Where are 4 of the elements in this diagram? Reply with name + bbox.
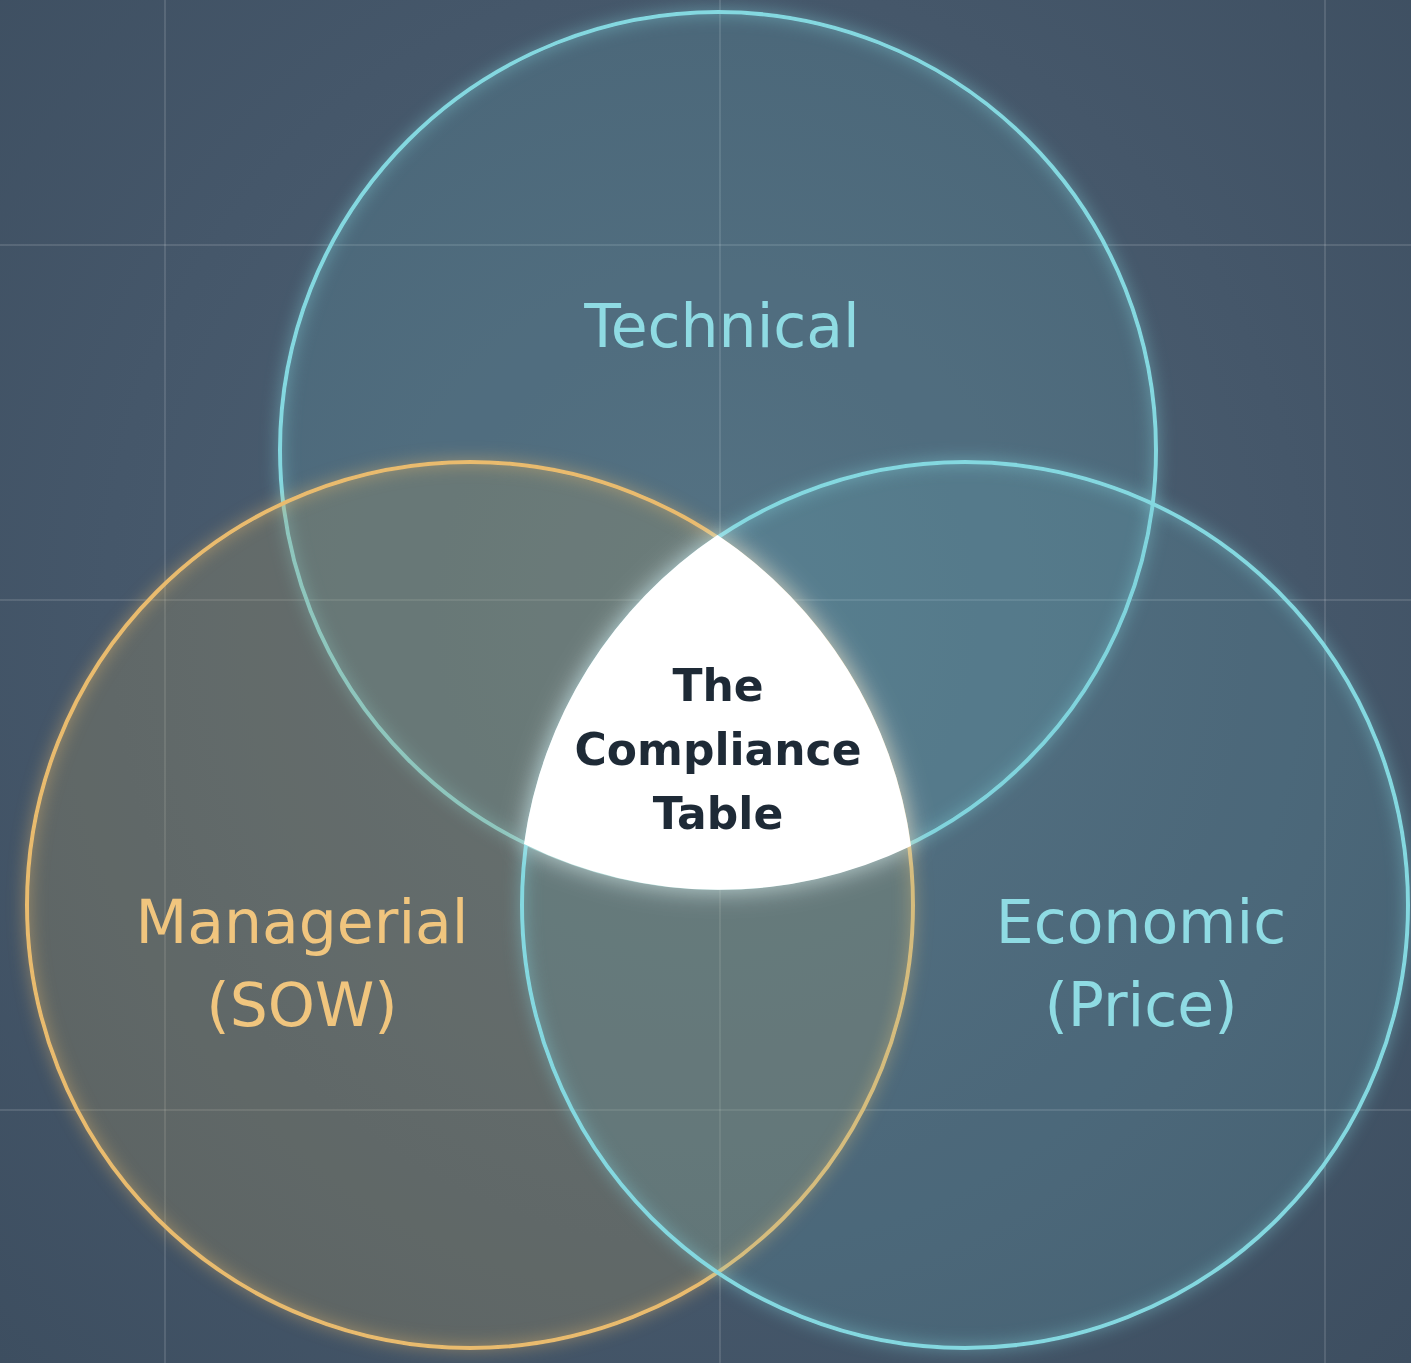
circle-label: Economic (Price)	[994, 886, 1288, 1042]
circle-label: Managerial (SOW)	[134, 886, 470, 1042]
circle-label: Technical	[583, 289, 861, 363]
center-label: The Compliance Table	[573, 659, 863, 841]
